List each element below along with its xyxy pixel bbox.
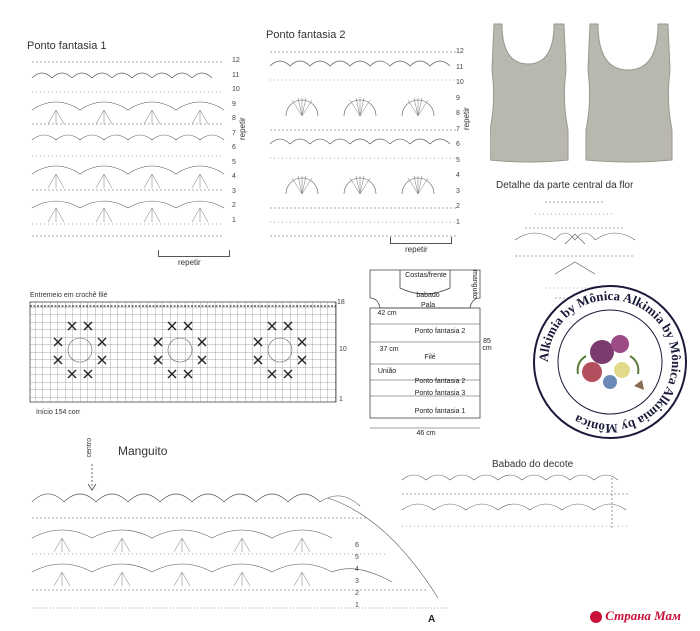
entremeio-row-18: 18 bbox=[337, 299, 345, 306]
schematic-pala: Pala bbox=[420, 302, 435, 309]
schematic-uniao: União bbox=[377, 368, 397, 375]
schematic-ponto-fantasia-2a: Ponto fantasia 2 bbox=[414, 328, 466, 335]
ponto2-repeat-side: repetir bbox=[462, 107, 471, 130]
schematic-85cm: 85 cm bbox=[482, 338, 492, 352]
strana-mam-logo-icon bbox=[590, 611, 602, 624]
schematic-file: Filé bbox=[424, 354, 436, 361]
heading-entremeio: Entremeio em crochê filé bbox=[30, 292, 108, 299]
schematic-manguito: manguito bbox=[471, 270, 478, 299]
schematic-ponto-fantasia-3: Ponto fantasia 3 bbox=[414, 390, 466, 397]
schematic-37cm: 37 cm bbox=[379, 346, 399, 353]
schematic-ponto-fantasia-2b: Ponto fantasia 2 bbox=[414, 378, 466, 385]
babado-decote-chart bbox=[401, 474, 628, 530]
manguito-chart bbox=[31, 464, 448, 609]
manguito-point-a: A bbox=[428, 614, 436, 625]
manguito-centro-label: centro bbox=[86, 438, 93, 458]
heading-manguito: Manguito bbox=[118, 444, 168, 458]
heading-ponto-fantasia-2: Ponto fantasia 2 bbox=[266, 29, 346, 41]
schematic-babado: babado bbox=[416, 292, 440, 299]
entremeio-row-10: 10 bbox=[339, 346, 347, 353]
ponto2-repeat-bracket bbox=[390, 237, 452, 244]
heading-detalhe-flor: Detalhe da parte central da flor bbox=[496, 180, 634, 191]
ponto1-repeat-side: repetir bbox=[238, 117, 247, 140]
schematic-ponto-fantasia-1: Ponto fantasia 1 bbox=[414, 408, 466, 415]
ponto1-repeat-bracket bbox=[158, 250, 230, 257]
ponto-fantasia-2-chart bbox=[269, 51, 458, 237]
ponto1-repeat-bottom: repetir bbox=[178, 258, 201, 267]
strana-mam-watermark: Страна Мам bbox=[590, 608, 681, 624]
ponto2-repeat-bottom: repetir bbox=[405, 245, 428, 254]
schematic-costas-frente: Costas/frente bbox=[405, 272, 447, 279]
garment-schematic: Costas/frente babado Pala manguito 42 cm… bbox=[360, 268, 492, 438]
ponto-fantasia-1-chart bbox=[31, 61, 225, 237]
schematic-42cm: 42 cm bbox=[377, 310, 397, 317]
heading-babado-decote: Babado do decote bbox=[492, 459, 574, 470]
schematic-46cm: 46 cm bbox=[416, 430, 436, 437]
entremeio-file-grid bbox=[29, 301, 337, 403]
garment-photos bbox=[490, 23, 673, 163]
heading-ponto-fantasia-1: Ponto fantasia 1 bbox=[27, 40, 107, 52]
alkimia-stamp: Alkimia by Mônica Alkimia by Mônica Alki… bbox=[533, 285, 687, 439]
entremeio-start-label: Início 154 corr bbox=[36, 409, 81, 416]
entremeio-row-1: 1 bbox=[339, 396, 343, 403]
